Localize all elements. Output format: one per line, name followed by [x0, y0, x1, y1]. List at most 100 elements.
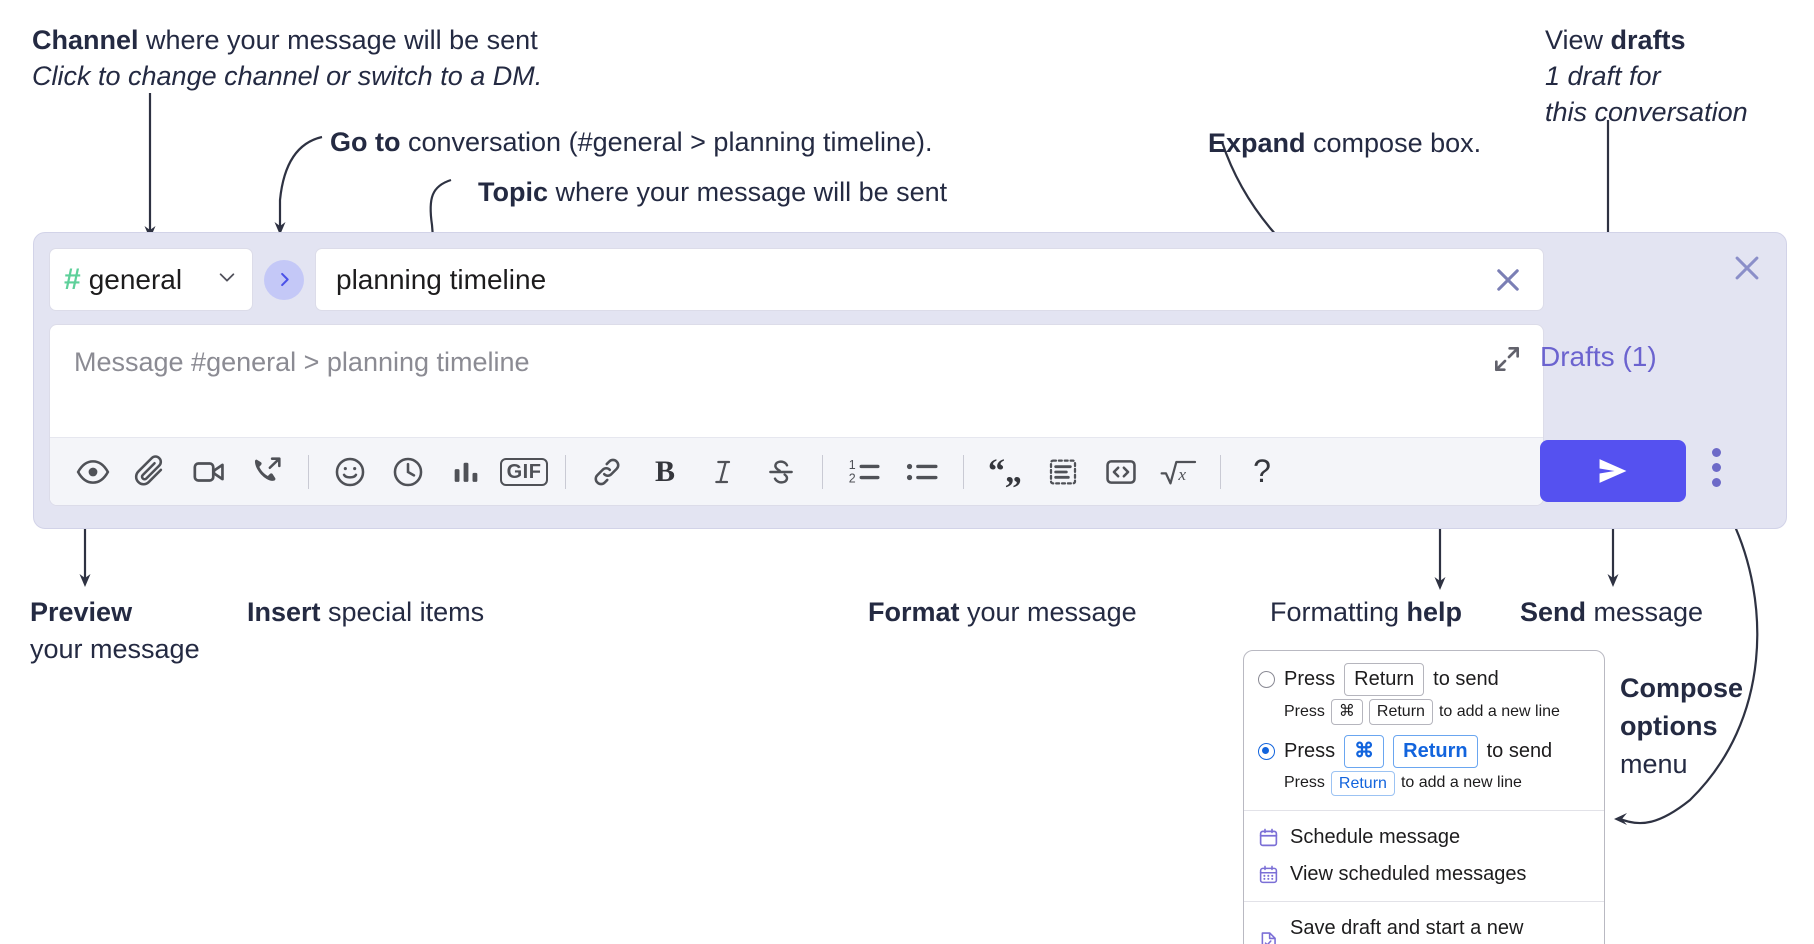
option2-key-return: Return: [1393, 734, 1478, 768]
math-icon[interactable]: x: [1155, 448, 1203, 496]
formatting-toolbar: GIF B: [50, 437, 1543, 505]
annotation-help-bold: help: [1406, 597, 1463, 627]
annotation-channel-bold: Channel: [32, 25, 139, 55]
option1-sub-pre: Press: [1284, 702, 1325, 720]
send-option-cmd-return[interactable]: Press ⌘ Return to send: [1258, 734, 1590, 768]
annotation-drafts-sub1: 1 draft for: [1545, 61, 1661, 91]
annotation-goto-bold: Go to: [330, 127, 401, 157]
annotation-channel: Channel where your message will be sent: [32, 22, 538, 58]
italic-icon[interactable]: [699, 448, 747, 496]
poll-icon[interactable]: [442, 448, 490, 496]
radio-selected-icon[interactable]: [1258, 742, 1275, 760]
link-icon[interactable]: [583, 448, 631, 496]
message-input[interactable]: Message #general > planning timeline: [50, 325, 1543, 437]
annotation-compose-options-2: options: [1620, 708, 1717, 744]
annotation-compose-options-1: Compose: [1620, 670, 1743, 706]
annotation-insert-bold: Insert: [247, 597, 321, 627]
send-button[interactable]: [1540, 440, 1686, 502]
drafts-link[interactable]: Drafts (1): [1540, 341, 1657, 372]
bulleted-list-icon[interactable]: [898, 448, 946, 496]
annotation-topic-bold: Topic: [478, 177, 548, 207]
annotation-insert: Insert special items: [247, 594, 484, 630]
strikethrough-icon[interactable]: [757, 448, 805, 496]
emoji-icon[interactable]: [326, 448, 374, 496]
annotation-compose-options-bold2: options: [1620, 711, 1718, 741]
annotation-compose-options-bold1: Compose: [1620, 673, 1744, 703]
annotation-send-bold: Send: [1520, 597, 1587, 627]
annotation-insert-rest: special items: [320, 597, 485, 627]
help-label: ?: [1253, 453, 1271, 489]
menu-item-label: Save draft and start a new message: [1290, 917, 1524, 944]
clear-topic-icon[interactable]: [1491, 263, 1525, 297]
send-option-cmd-return-sub: Press Return to add a new line: [1284, 770, 1590, 797]
send-option-return-sub: Press ⌘ Return to add a new line: [1284, 699, 1590, 725]
annotation-preview-sub: your message: [30, 634, 200, 664]
attachment-icon[interactable]: [127, 448, 175, 496]
annotation-topic-rest: where your message will be sent: [548, 177, 948, 207]
compose-options-icon[interactable]: [1712, 448, 1721, 487]
menu-divider: [1244, 810, 1604, 812]
save-draft-icon: [1258, 930, 1279, 944]
compose-inner: # general planning timeline: [49, 248, 1544, 506]
menu-item-label: Schedule message: [1290, 826, 1461, 849]
option2-post: to send: [1486, 739, 1553, 762]
bold-label: B: [654, 454, 675, 488]
channel-picker[interactable]: # general: [49, 248, 253, 311]
toolbar-separator: [822, 454, 823, 489]
channel-name: general: [88, 263, 183, 295]
blockquote-icon[interactable]: “„: [981, 448, 1029, 496]
clock-icon[interactable]: [384, 448, 432, 496]
menu-item-save-draft[interactable]: Save draft and start a new message: [1244, 910, 1604, 944]
option2-pre: Press: [1284, 739, 1336, 762]
topic-value: planning timeline: [336, 263, 547, 295]
annotation-preview: Preview: [30, 594, 132, 630]
code-block-icon[interactable]: [1039, 448, 1087, 496]
annotation-send: Send message: [1520, 594, 1703, 630]
kebab-dot: [1712, 463, 1721, 472]
toolbar-separator: [963, 454, 964, 489]
close-icon[interactable]: [1730, 251, 1764, 290]
formatting-help-icon[interactable]: ?: [1238, 448, 1286, 496]
annotation-compose-options-3: menu: [1620, 749, 1688, 779]
chevron-down-icon: [216, 266, 238, 293]
svg-text:1: 1: [849, 458, 856, 472]
audio-clip-icon[interactable]: [243, 448, 291, 496]
video-clip-icon[interactable]: [185, 448, 233, 496]
gif-label: GIF: [499, 457, 549, 486]
topic-field[interactable]: planning timeline: [315, 248, 1544, 311]
bold-icon[interactable]: B: [641, 448, 689, 496]
option2-key-cmd: ⌘: [1344, 734, 1385, 768]
kebab-dot: [1712, 448, 1721, 457]
send-icon: [1599, 459, 1627, 483]
kebab-dot: [1712, 478, 1721, 487]
go-to-conversation-button[interactable]: [264, 259, 304, 300]
annotation-goto-rest: conversation (#general > planning timeli…: [400, 127, 933, 157]
option2-sub-key-return: Return: [1330, 770, 1395, 797]
gif-icon[interactable]: GIF: [499, 448, 549, 496]
inline-code-icon[interactable]: [1097, 448, 1145, 496]
schedule-group: Schedule message View scheduled messages: [1244, 811, 1604, 901]
annotation-format-rest: your message: [959, 597, 1137, 627]
menu-item-view-scheduled-messages[interactable]: View scheduled messages: [1244, 856, 1604, 893]
send-option-return[interactable]: Press Return to send: [1258, 663, 1590, 696]
expand-compose-icon[interactable]: [1491, 343, 1523, 380]
radio-unselected-icon[interactable]: [1258, 671, 1275, 688]
menu-item-label: View scheduled messages: [1290, 863, 1527, 886]
option1-sub-key-return: Return: [1368, 699, 1433, 725]
annotation-format-bold: Format: [868, 597, 960, 627]
preview-icon[interactable]: [69, 448, 117, 496]
annotation-drafts: View drafts: [1545, 22, 1686, 58]
compose-panel: # general planning timeline: [33, 232, 1787, 529]
option1-key: Return: [1344, 663, 1425, 696]
annotation-expand: Expand compose box.: [1208, 125, 1481, 161]
option2-sub-pre: Press: [1284, 774, 1325, 792]
annotation-channel-rest: where your message will be sent: [138, 25, 538, 55]
calendar-schedule-icon: [1258, 827, 1279, 848]
option1-sub-key-cmd: ⌘: [1330, 699, 1363, 725]
annotation-preview-bold: Preview: [30, 597, 133, 627]
menu-item-schedule-message[interactable]: Schedule message: [1244, 819, 1604, 856]
message-box: Message #general > planning timeline: [49, 324, 1544, 506]
blockquote-label: “„: [988, 452, 1022, 490]
compose-options-menu: Press Return to send Press ⌘ Return to a…: [1243, 650, 1605, 944]
